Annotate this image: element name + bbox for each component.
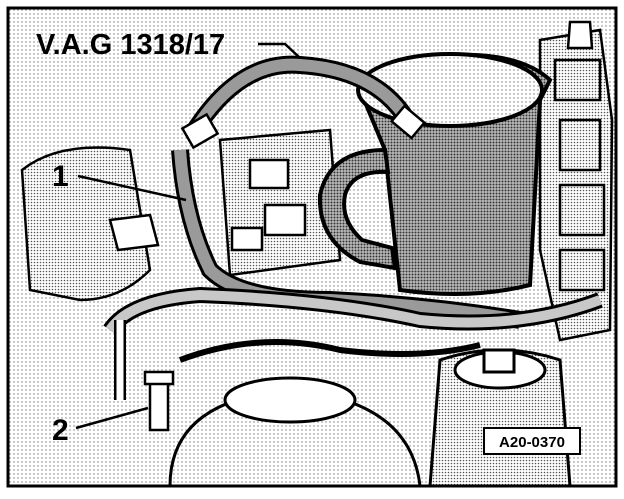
callout-label-2: 2	[52, 414, 69, 447]
figure-id-label: A20-0370	[499, 434, 565, 451]
engine-components-right	[538, 20, 614, 342]
lower-pipes	[103, 286, 603, 400]
hose-connectors	[180, 104, 427, 150]
figure-id-box: A20-0370	[483, 427, 581, 455]
callout-label-1: 1	[52, 160, 69, 193]
bleeder-valve	[143, 370, 175, 432]
callout-leaders	[75, 42, 301, 430]
relay-block	[218, 128, 342, 277]
tool-callout-label: V.A.G 1318/17	[36, 29, 225, 61]
